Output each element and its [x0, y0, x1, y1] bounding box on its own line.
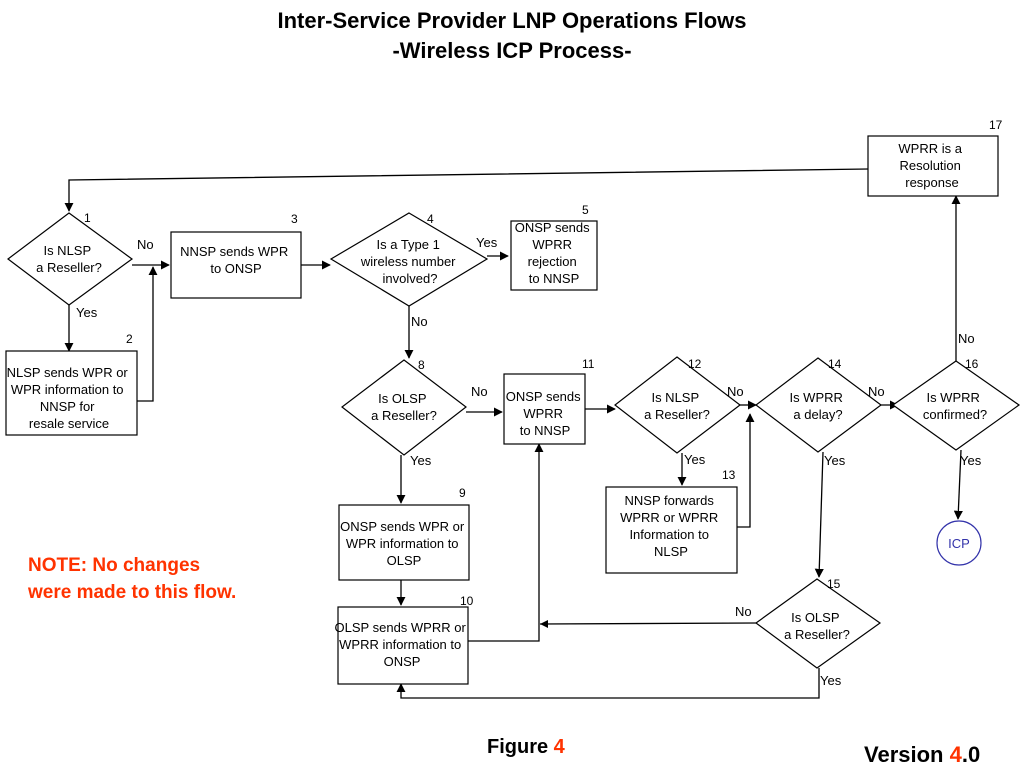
decision-12-shape	[614, 356, 741, 454]
decision-8-shape	[341, 359, 467, 456]
edge-13-to-14	[737, 413, 755, 528]
decision-1-shape	[7, 212, 134, 306]
edge-15-to-10-yes	[396, 668, 820, 699]
figure-number: 4	[553, 736, 565, 758]
edge-label-4-yes: Yes	[476, 235, 498, 250]
process-5-label: ONSP sends WPRR rejection to NNSP	[515, 220, 594, 286]
process-2-shape	[5, 350, 138, 436]
decision-16-label: Is WPRR confirmed?	[923, 390, 987, 422]
page-subtitle: -Wireless ICP Process-	[392, 38, 632, 63]
edge-16-to-icp-yes	[953, 449, 963, 520]
version-text: Version	[864, 742, 950, 767]
step-number-15: 15	[827, 577, 841, 591]
decision-4-shape	[329, 212, 489, 307]
edge-label-16-no: No	[958, 331, 975, 346]
decision-15-shape	[754, 578, 882, 669]
step-number-17: 17	[989, 118, 1003, 132]
decision-4-label: Is a Type 1 wireless number involved?	[360, 237, 459, 286]
process-3-label: NNSP sends WPR to ONSP	[180, 244, 292, 276]
edge-label-14-no: No	[868, 384, 885, 399]
edge-label-15-yes: Yes	[820, 673, 842, 688]
process-10-label: OLSP sends WPRR or WPRR information to O…	[335, 620, 470, 669]
decision-16-shape	[891, 360, 1021, 451]
note-line-1: NOTE: No changes	[28, 555, 201, 576]
edge-14-to-15-yes	[814, 451, 824, 578]
step-number-10: 10	[460, 594, 474, 608]
edge-label-8-no: No	[471, 384, 488, 399]
decision-14-label: Is WPRR a delay?	[789, 390, 846, 422]
edge-label-1-no: No	[137, 237, 154, 252]
page-title: Inter-Service Provider LNP Operations Fl…	[277, 8, 747, 33]
edge-label-14-yes: Yes	[824, 453, 846, 468]
version-minor: .0	[961, 742, 981, 767]
edge-label-12-no: No	[727, 384, 744, 399]
edge-2-to-3	[137, 266, 158, 402]
step-number-3: 3	[291, 212, 298, 226]
decision-14-shape	[755, 357, 883, 453]
note-text: NOTE: No changes were made to this flow.	[28, 552, 236, 606]
edge-label-4-no: No	[411, 314, 428, 329]
process-2-label: NLSP sends WPR or WPR information to NNS…	[7, 365, 132, 431]
edge-label-16-yes: Yes	[960, 453, 982, 468]
process-13-label: NNSP forwards WPRR or WPRR Information t…	[620, 493, 722, 559]
decision-12-label: Is NLSP a Reseller?	[644, 390, 710, 422]
step-number-1: 1	[84, 211, 91, 225]
step-number-12: 12	[688, 357, 702, 371]
step-number-14: 14	[828, 357, 842, 371]
edge-15-to-10-no-arrowhead	[540, 620, 548, 628]
step-number-4: 4	[427, 212, 434, 226]
step-number-13: 13	[722, 468, 736, 482]
process-11-shape	[503, 373, 586, 445]
process-9-label: ONSP sends WPR or WPR information to OLS…	[340, 519, 468, 568]
edge-label-1-yes: Yes	[76, 305, 98, 320]
note-line-2: were made to this flow.	[28, 582, 237, 603]
process-11-label: ONSP sends WPRR to NNSP	[506, 389, 585, 438]
step-number-9: 9	[459, 486, 466, 500]
process-17-shape	[867, 135, 999, 197]
edge-10-to-11	[468, 443, 544, 642]
step-number-11: 11	[582, 357, 595, 371]
decision-1-label: Is NLSP a Reseller?	[36, 243, 102, 275]
edge-label-12-yes: Yes	[684, 452, 706, 467]
icp-connector-shape	[936, 520, 982, 566]
process-13-shape	[605, 486, 738, 574]
step-number-8: 8	[418, 358, 425, 372]
process-10-shape	[337, 606, 469, 685]
edge-17-to-1	[64, 168, 869, 212]
version-label: Version 4.0	[864, 742, 980, 768]
process-5-shape	[510, 220, 598, 291]
process-17-label: WPRR is a Resolution response	[898, 141, 965, 190]
step-number-5: 5	[582, 203, 589, 217]
step-number-16: 16	[965, 357, 979, 371]
edge-label-15-no: No	[735, 604, 752, 619]
icp-connector-label: ICP	[948, 536, 970, 551]
step-number-2: 2	[126, 332, 133, 346]
figure-label: Figure	[487, 736, 554, 758]
decision-8-label: Is OLSP a Reseller?	[371, 391, 437, 423]
process-9-shape	[338, 504, 470, 581]
edge-15-to-10-no	[539, 622, 757, 625]
decision-15-label: Is OLSP a Reseller?	[784, 610, 850, 642]
version-major: 4	[949, 742, 962, 767]
edge-label-8-yes: Yes	[410, 453, 432, 468]
process-3-shape	[170, 231, 302, 299]
figure-caption: Figure 4	[487, 736, 565, 759]
